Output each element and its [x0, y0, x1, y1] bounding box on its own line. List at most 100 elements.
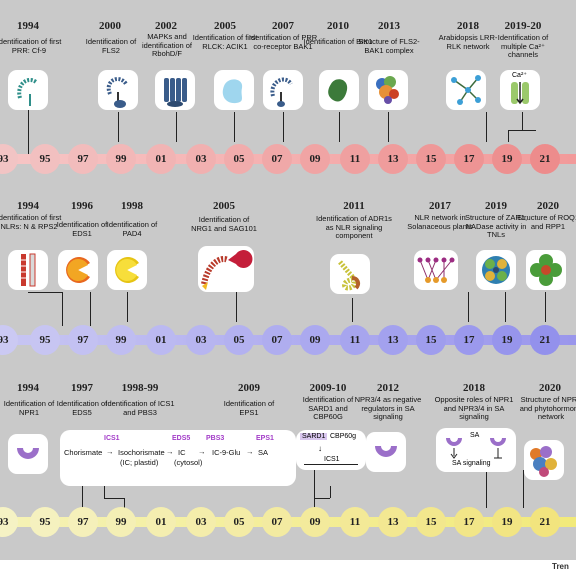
ic-location: (cytosol)	[174, 458, 203, 467]
inhibition-bar	[104, 498, 124, 499]
ics1-gene-label: ICS1	[324, 456, 340, 463]
event-description: NPR3/4 as negative regulators in SA sign…	[354, 395, 422, 422]
ics1-enzyme-label: ICS1	[104, 435, 120, 442]
event-year: 2000	[99, 20, 121, 32]
journal-logo	[0, 560, 576, 576]
receptor-coil-icon	[270, 77, 293, 107]
event-description: Identification of EPS1	[223, 399, 275, 417]
reaction-arrow-icon: →	[106, 447, 114, 456]
event-description: Identification of EDS5	[56, 399, 108, 417]
event-description: Identification of BIK1	[303, 37, 373, 46]
kinase-blob-icon	[328, 79, 348, 102]
connector-line	[545, 292, 546, 322]
connector-line	[127, 292, 128, 322]
timeline-year-marker: 11	[340, 507, 370, 537]
event-description: Arabidopsis LRR-RLK network	[438, 33, 498, 51]
event-description: Identification of NRG1 and SAG101	[191, 215, 257, 233]
timeline-year-marker: 15	[416, 144, 446, 174]
connector-line	[388, 112, 389, 142]
timeline-year-marker: 93	[0, 144, 18, 174]
timeline-year-marker: 13	[378, 325, 408, 355]
event-year: 2009	[238, 382, 260, 394]
timeline-year-marker: 07	[262, 507, 292, 537]
sa-label: SA	[258, 448, 269, 457]
event-description: Identification of first RLCK: ACIK1	[192, 33, 258, 51]
timeline-year-marker: 11	[340, 144, 370, 174]
sa-biosynthesis-pathway: ICS1 EDS5 PBS3 EPS1 Chorismate → Isochor…	[60, 430, 296, 486]
npr1-card	[8, 434, 48, 474]
event-year: 2019	[485, 200, 507, 212]
timeline-year-marker: 21	[530, 144, 560, 174]
adr1-coil-icon	[338, 260, 361, 291]
connector-line	[176, 112, 177, 142]
connector-line	[486, 112, 487, 142]
connector-line	[62, 292, 63, 326]
event-year: 2019-20	[504, 20, 542, 32]
timeline-year-marker: 01	[146, 144, 176, 174]
timeline-year-marker: 09	[300, 507, 330, 537]
event-description: Identification of PAD4	[106, 220, 158, 238]
npr1-structure-card	[524, 440, 564, 480]
timeline-year-marker: 09	[300, 144, 330, 174]
event-year: 2005	[213, 200, 235, 212]
cbp60g-label: CBP60g	[330, 433, 357, 440]
ic-glu-label: IC-9-Glu	[212, 448, 241, 457]
calcium-channel-icon	[511, 82, 529, 105]
membrane-channel-icon	[164, 78, 187, 107]
event-year: 2017	[429, 200, 451, 212]
timeline-year-marker: 97	[68, 144, 98, 174]
timeline-year-marker: 17	[454, 144, 484, 174]
isochorismate-location: (IC; plastid)	[120, 458, 159, 467]
acik1-card	[214, 70, 254, 110]
connector-line	[283, 112, 284, 142]
receptor-coil-icon	[17, 78, 38, 106]
event-year: 1994	[17, 20, 39, 32]
timeline-year-marker: 05	[224, 144, 254, 174]
connector-line	[28, 292, 62, 293]
timeline-year-marker: 95	[30, 325, 60, 355]
event-description: Identification of EDS1	[56, 220, 108, 238]
connector-line	[124, 498, 125, 508]
inhibition-bar	[314, 498, 330, 499]
connector-line	[523, 470, 524, 508]
connector-line	[82, 484, 83, 508]
event-year: 2002	[155, 20, 177, 32]
timeline-year-marker: 93	[0, 325, 18, 355]
timeline-year-marker: 13	[378, 144, 408, 174]
event-description: Identification of multiple Ca²⁺ channels	[497, 33, 549, 60]
npr-cup-icon	[375, 446, 397, 457]
pacman-icon	[66, 257, 90, 283]
event-year: 1994	[17, 200, 39, 212]
timeline-year-marker: 01	[146, 325, 176, 355]
event-year: 1997	[71, 382, 93, 394]
event-description: Identification of NPR1	[3, 399, 55, 417]
connector-line	[468, 292, 469, 322]
timeline-year-marker: 99	[106, 325, 136, 355]
adr1-card	[330, 254, 370, 294]
roq1-rpp1-card	[526, 250, 566, 290]
network-icon	[451, 75, 481, 105]
event-year: 2020	[537, 200, 559, 212]
npr-sa-signaling-card: SA SA signaling	[436, 428, 516, 472]
fls2-card	[98, 70, 138, 110]
eps1-enzyme-label: EPS1	[256, 435, 274, 442]
event-description: Structure of FLS2-BAK1 complex	[358, 37, 420, 55]
event-description: Structure of ROQ1 and RPP1	[516, 213, 576, 231]
timeline-year-marker: 19	[492, 144, 522, 174]
timeline-year-marker: 19	[492, 507, 522, 537]
event-description: Identification of first NLRs: N & RPS2	[0, 213, 62, 231]
timeline-year-marker: 93	[0, 507, 18, 537]
journal-logo-text: Tren	[552, 562, 569, 571]
connector-line	[104, 484, 105, 498]
activation-arrow-icon: ↓	[318, 444, 322, 453]
event-year: 2013	[378, 20, 400, 32]
timeline-year-marker: 19	[492, 325, 522, 355]
fls2-bak1-structure-card	[368, 70, 408, 110]
timeline-year-marker: 99	[106, 507, 136, 537]
connector-line	[118, 112, 119, 142]
connector-line	[508, 130, 509, 142]
pbs3-enzyme-label: PBS3	[206, 435, 225, 442]
nlr-n-rps2-card	[8, 250, 48, 290]
timeline-year-marker: 95	[30, 507, 60, 537]
